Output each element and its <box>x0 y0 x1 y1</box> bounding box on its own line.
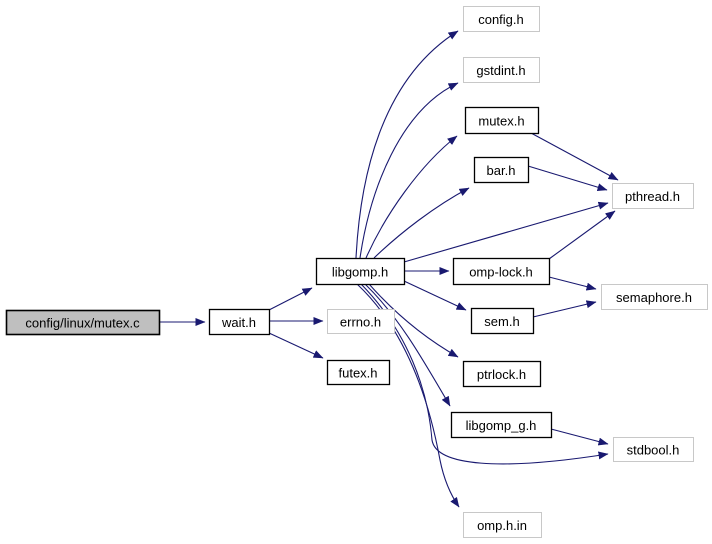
node-box-bar-h[interactable] <box>473 156 530 184</box>
node-label-bar-h: bar.h <box>487 163 516 178</box>
node-label-gstdint-h: gstdint.h <box>476 63 525 78</box>
node-box-sem-h[interactable] <box>470 307 535 335</box>
node-label-wait-h: wait.h <box>221 315 256 330</box>
node-box-libgomp-g-h[interactable] <box>450 411 553 439</box>
node-omp-lock-h[interactable]: omp-lock.h <box>452 257 551 286</box>
node-pthread-h: pthread.h <box>612 183 694 209</box>
node-box-libgomp-h[interactable] <box>315 257 406 286</box>
edge-libgomp-h-to-mutex-h <box>365 135 458 259</box>
edge-mutex-h-to-pthread-h <box>530 132 619 181</box>
node-label-omp-lock-h: omp-lock.h <box>469 265 533 280</box>
edge-wait-h-to-futex-h <box>268 332 324 359</box>
node-label-config-h: config.h <box>478 12 524 27</box>
node-errno-h: errno.h <box>327 309 395 334</box>
node-label-mutex-c: config/linux/mutex.c <box>25 316 140 331</box>
node-bar-h[interactable]: bar.h <box>473 156 530 184</box>
node-libgomp-h[interactable]: libgomp.h <box>315 257 406 286</box>
node-mutex-h[interactable]: mutex.h <box>464 106 540 135</box>
node-label-ptrlock-h: ptrlock.h <box>477 367 526 382</box>
node-box-mutex-h[interactable] <box>464 106 540 135</box>
node-box-stdbool-h <box>613 437 694 462</box>
node-semaphore-h: semaphore.h <box>601 284 708 310</box>
node-stdbool-h: stdbool.h <box>613 437 694 462</box>
edge-libgomp-h-to-stdbool-h <box>360 283 609 465</box>
node-label-omp-h-in: omp.h.in <box>477 518 527 533</box>
node-sem-h[interactable]: sem.h <box>470 307 535 335</box>
node-box-omp-h-in <box>463 512 542 538</box>
node-label-libgomp-h: libgomp.h <box>332 265 388 280</box>
edge-libgomp-h-to-sem-h <box>403 280 467 311</box>
node-label-mutex-h: mutex.h <box>478 114 524 129</box>
edge-sem-h-to-semaphore-h <box>532 300 597 318</box>
edge-omp-lock-h-to-pthread-h <box>548 210 616 260</box>
edge-libgomp-h-to-config-h <box>355 30 459 259</box>
node-box-mutex-c <box>5 309 161 336</box>
node-box-wait-h[interactable] <box>208 308 271 336</box>
node-label-pthread-h: pthread.h <box>625 189 680 204</box>
node-box-omp-lock-h[interactable] <box>452 257 551 286</box>
node-mutex-c: config/linux/mutex.c <box>5 309 161 336</box>
edge-libgomp-h-to-ptrlock-h <box>368 283 459 358</box>
node-futex-h[interactable]: futex.h <box>326 359 391 386</box>
node-ptrlock-h[interactable]: ptrlock.h <box>462 360 542 388</box>
node-label-sem-h: sem.h <box>484 314 519 329</box>
edge-libgomp-h-to-bar-h <box>373 187 470 259</box>
node-box-config-h <box>463 6 540 32</box>
node-label-errno-h: errno.h <box>340 315 381 330</box>
edge-libgomp-h-to-gstdint-h <box>359 82 459 259</box>
node-label-libgomp-g-h: libgomp_g.h <box>466 418 537 433</box>
node-libgomp-g-h[interactable]: libgomp_g.h <box>450 411 553 439</box>
node-label-futex-h: futex.h <box>338 366 377 381</box>
node-box-futex-h[interactable] <box>326 359 391 386</box>
node-gstdint-h: gstdint.h <box>463 57 540 83</box>
node-box-errno-h <box>327 309 395 334</box>
edge-libgomp-h-to-pthread-h <box>403 201 609 263</box>
node-wait-h[interactable]: wait.h <box>208 308 271 336</box>
node-label-stdbool-h: stdbool.h <box>627 443 680 458</box>
edge-bar-h-to-pthread-h <box>527 165 608 192</box>
node-config-h: config.h <box>463 6 540 32</box>
edge-libgomp-h-to-libgomp-g-h <box>364 283 451 407</box>
node-box-gstdint-h <box>463 57 540 83</box>
node-box-pthread-h <box>612 183 694 209</box>
edge-omp-lock-h-to-semaphore-h <box>548 276 597 291</box>
node-box-semaphore-h <box>601 284 708 310</box>
node-omp-h-in: omp.h.in <box>463 512 542 538</box>
edge-wait-h-to-libgomp-h <box>268 287 313 311</box>
node-label-semaphore-h: semaphore.h <box>616 290 692 305</box>
node-box-ptrlock-h[interactable] <box>462 360 542 388</box>
edge-libgomp-g-h-to-stdbool-h <box>550 428 609 446</box>
